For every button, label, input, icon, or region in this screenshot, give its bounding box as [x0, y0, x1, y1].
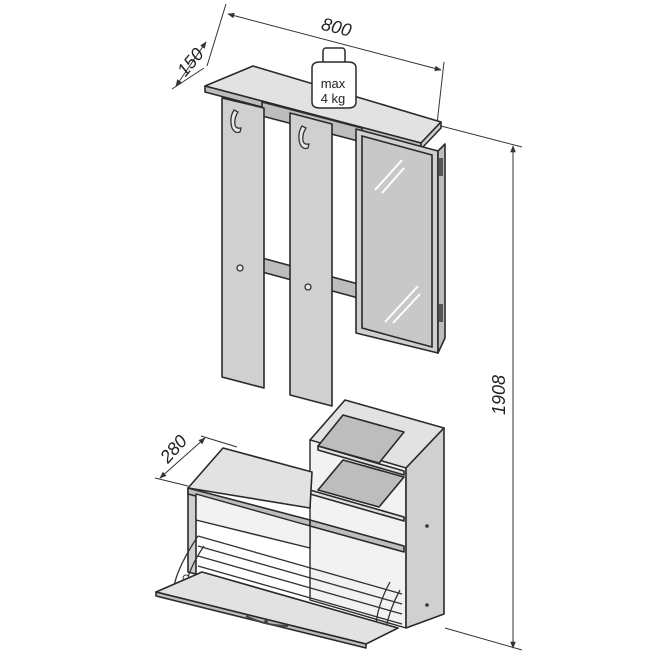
cabinet-top-low — [187, 447, 313, 509]
wall-hanger — [204, 65, 446, 407]
knob-icon — [236, 264, 244, 272]
mirror-glint-bottom — [384, 285, 419, 323]
shoe-rail — [197, 535, 403, 595]
dimension-height: 1908 — [440, 125, 523, 651]
weight-max-label: max — [321, 76, 346, 91]
shoe-cabinet — [155, 399, 445, 649]
mirror-glint-top — [374, 159, 403, 191]
dimension-depth-bottom-label: 280 — [155, 431, 191, 467]
knob-icon — [304, 283, 312, 291]
hanger-panel-middle — [289, 112, 333, 407]
hanger-panel-left — [221, 97, 265, 389]
weight-value-label: 4 kg — [321, 91, 346, 106]
weight-icon: max 4 kg — [311, 47, 357, 109]
dimension-depth-top-label: 150 — [173, 44, 208, 80]
dimension-width-label: 800 — [319, 14, 353, 41]
mirror — [361, 134, 433, 349]
cabinet-side-right — [405, 427, 445, 629]
coat-hook-icon — [298, 125, 310, 150]
dimension-depth-top: 150 — [171, 41, 208, 90]
coat-hook-icon — [230, 109, 242, 134]
dimension-height-label: 1908 — [489, 375, 509, 415]
